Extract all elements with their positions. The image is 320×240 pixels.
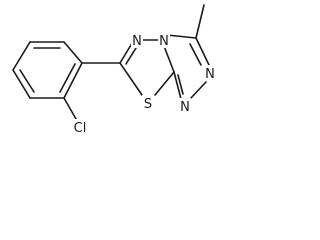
molecule-structure: N N N N S Cl xyxy=(12,4,216,136)
bond-ring-inner-right xyxy=(59,63,76,93)
bond-c3-n2-inner xyxy=(189,43,202,66)
atom-n-upper: N xyxy=(131,32,143,49)
atom-n-bridge-label: N xyxy=(159,34,169,49)
bond-n2-n1 xyxy=(189,81,207,100)
atom-n-lower: N xyxy=(179,98,191,115)
bond-ring-c6-c1 xyxy=(63,62,83,99)
atom-n-bridge: N xyxy=(158,32,170,49)
bond-n4-c3 xyxy=(166,34,197,39)
bond-ring-c4-c5 xyxy=(12,69,31,99)
bond-lines xyxy=(12,4,210,120)
bond-methyl xyxy=(195,4,205,39)
bond-c-cl xyxy=(63,97,77,120)
bond-n1-c7a-inner xyxy=(177,74,184,95)
atom-cl: Cl xyxy=(71,119,89,136)
bond-ring-inner-left xyxy=(19,69,35,93)
atom-n-right-label: N xyxy=(205,67,215,82)
bond-ring-c1-c2 xyxy=(63,41,83,64)
bond-n4-c7a xyxy=(163,45,175,73)
atom-s-label: S xyxy=(144,97,152,112)
bond-c7a-s xyxy=(154,71,175,96)
bond-n1-c7a-double xyxy=(173,71,182,100)
atom-n-upper-label: N xyxy=(132,34,142,49)
atom-labels: N N N N S Cl xyxy=(71,32,216,136)
bond-c6-n1-inner xyxy=(125,47,137,65)
atom-n-right: N xyxy=(204,65,216,82)
bond-c3-n2-double xyxy=(195,37,210,66)
bond-s-c6 xyxy=(119,62,143,96)
atom-cl-label: Cl xyxy=(74,121,87,136)
atom-s: S xyxy=(142,95,154,112)
atom-n-lower-label: N xyxy=(180,100,190,115)
bond-ring-c3-c4 xyxy=(12,41,31,71)
